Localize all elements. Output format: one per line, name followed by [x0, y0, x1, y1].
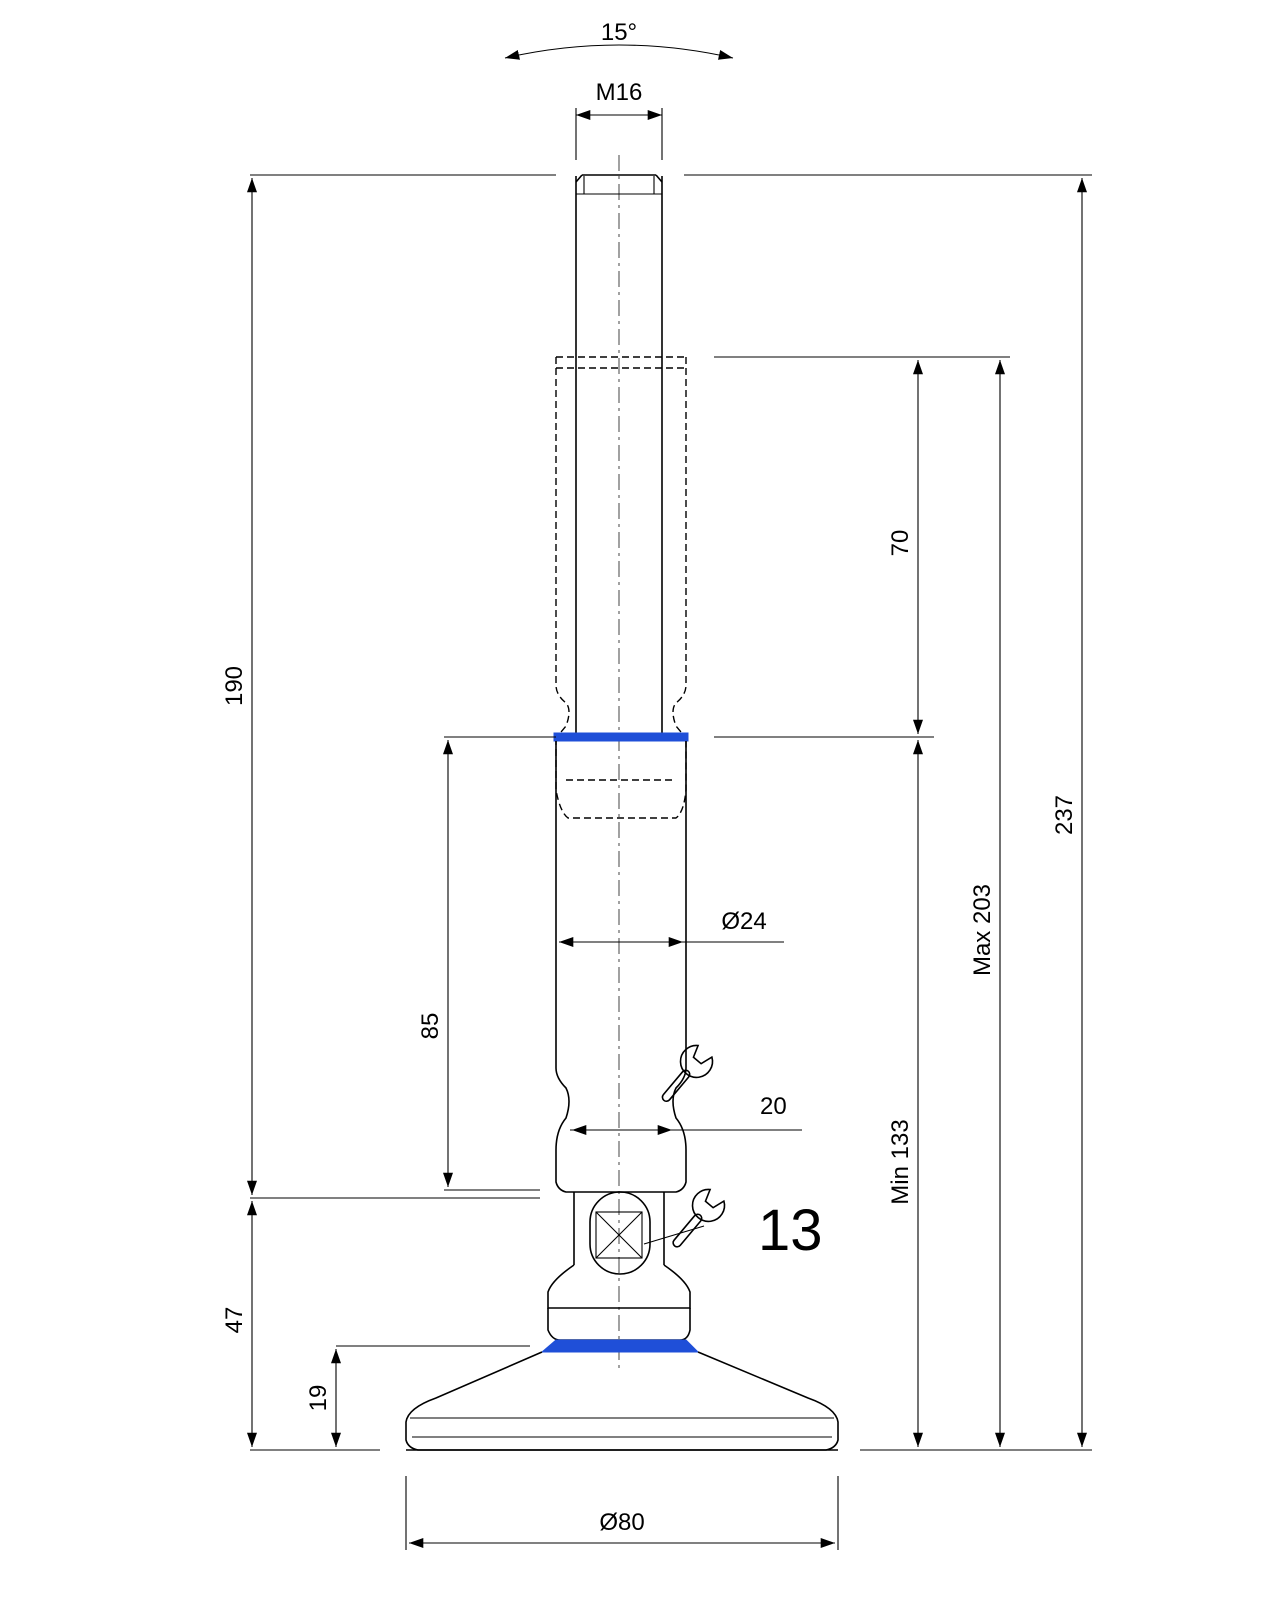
height-47-dimension: 47	[221, 1201, 258, 1447]
height-47-label: 47	[221, 1307, 248, 1334]
max-height-dimension: Max 203	[969, 360, 1006, 1447]
base-diameter-dimension: Ø80	[405, 1476, 839, 1550]
wrench-13-dimension: 13	[643, 1188, 823, 1263]
height-19-label: 19	[305, 1385, 332, 1412]
min-height-dimension: Min 133	[887, 740, 924, 1447]
shaft-diameter-dimension: Ø24	[559, 908, 784, 948]
wrench-icon	[661, 1044, 714, 1103]
pad-rubber-band	[540, 1339, 700, 1353]
wrench-13-label: 13	[758, 1198, 823, 1263]
wrench-icon	[672, 1188, 726, 1248]
angle-label: 15°	[601, 19, 637, 46]
height-85-dimension: 85	[417, 740, 454, 1187]
thread-dimension: M16	[575, 79, 663, 160]
max-height-label: Max 203	[969, 884, 996, 976]
extension-lines	[250, 174, 1092, 1451]
total-height-dimension: 237	[1051, 178, 1088, 1447]
upper-ring-band	[553, 732, 689, 742]
height-85-label: 85	[417, 1013, 444, 1040]
stroke-70-label: 70	[887, 530, 914, 557]
threaded-stud	[575, 174, 663, 740]
wrench-20-dimension: 20	[572, 1044, 802, 1136]
height-190-label: 190	[221, 666, 248, 706]
min-height-label: Min 133	[887, 1119, 914, 1204]
total-height-label: 237	[1051, 795, 1078, 835]
height-19-dimension: 19	[305, 1349, 342, 1447]
stroke-70-dimension: 70	[887, 360, 924, 734]
angle-dimension: 15°	[504, 19, 734, 60]
extended-position-outline	[555, 356, 687, 819]
shaft-diameter-label: Ø24	[721, 908, 766, 935]
base-diameter-label: Ø80	[599, 1509, 644, 1536]
base-foot	[405, 1351, 839, 1451]
main-body	[555, 741, 687, 1193]
thread-label: M16	[596, 79, 643, 106]
wrench-20-label: 20	[760, 1093, 787, 1120]
height-190-dimension: 190	[221, 178, 258, 1195]
